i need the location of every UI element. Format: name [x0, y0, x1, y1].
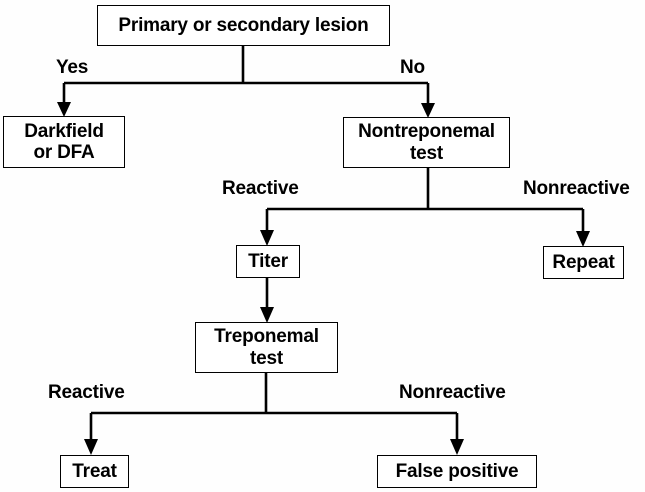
node-treponemal-test[interactable]: Treponemal test: [195, 322, 338, 373]
connector-nonreactive-to-repeat: [576, 209, 590, 247]
connector-nonreactive-to-false-positive: [450, 413, 464, 455]
node-nontreponemal-test-label: Nontreponemal test: [358, 121, 495, 164]
connector-reactive-to-titer: [260, 209, 274, 246]
edge-label-reactive-treponemal: Reactive: [48, 382, 125, 403]
connector-reactive-to-treat: [84, 413, 98, 455]
node-treponemal-test-label: Treponemal test: [214, 326, 319, 369]
node-treat[interactable]: Treat: [60, 455, 129, 488]
node-titer[interactable]: Titer: [236, 245, 300, 278]
connector-lesion-to-branch1: [64, 46, 428, 85]
edge-label-yes: Yes: [56, 57, 89, 78]
node-primary-lesion[interactable]: Primary or secondary lesion: [97, 5, 390, 46]
node-treat-label: Treat: [72, 460, 117, 482]
edge-label-reactive-nontreponemal: Reactive: [222, 178, 299, 199]
node-nontreponemal-test[interactable]: Nontreponemal test: [343, 117, 510, 168]
edge-label-no: No: [400, 57, 425, 78]
node-false-positive[interactable]: False positive: [377, 455, 537, 488]
node-repeat-label: Repeat: [552, 251, 615, 273]
edge-label-nonreactive-treponemal: Nonreactive: [399, 382, 506, 403]
connector-no-to-nontreponemal: [421, 83, 435, 118]
node-darkfield-dfa[interactable]: Darkfield or DFA: [3, 116, 125, 168]
node-false-positive-label: False positive: [395, 460, 519, 482]
node-primary-lesion-label: Primary or secondary lesion: [118, 14, 369, 36]
connector-yes-to-darkfield: [57, 83, 71, 117]
node-darkfield-dfa-label: Darkfield or DFA: [24, 120, 104, 163]
connector-titer-to-treponemal: [260, 278, 274, 323]
edge-label-nonreactive-nontreponemal: Nonreactive: [523, 178, 630, 199]
node-repeat[interactable]: Repeat: [543, 246, 624, 279]
node-titer-label: Titer: [248, 250, 288, 272]
